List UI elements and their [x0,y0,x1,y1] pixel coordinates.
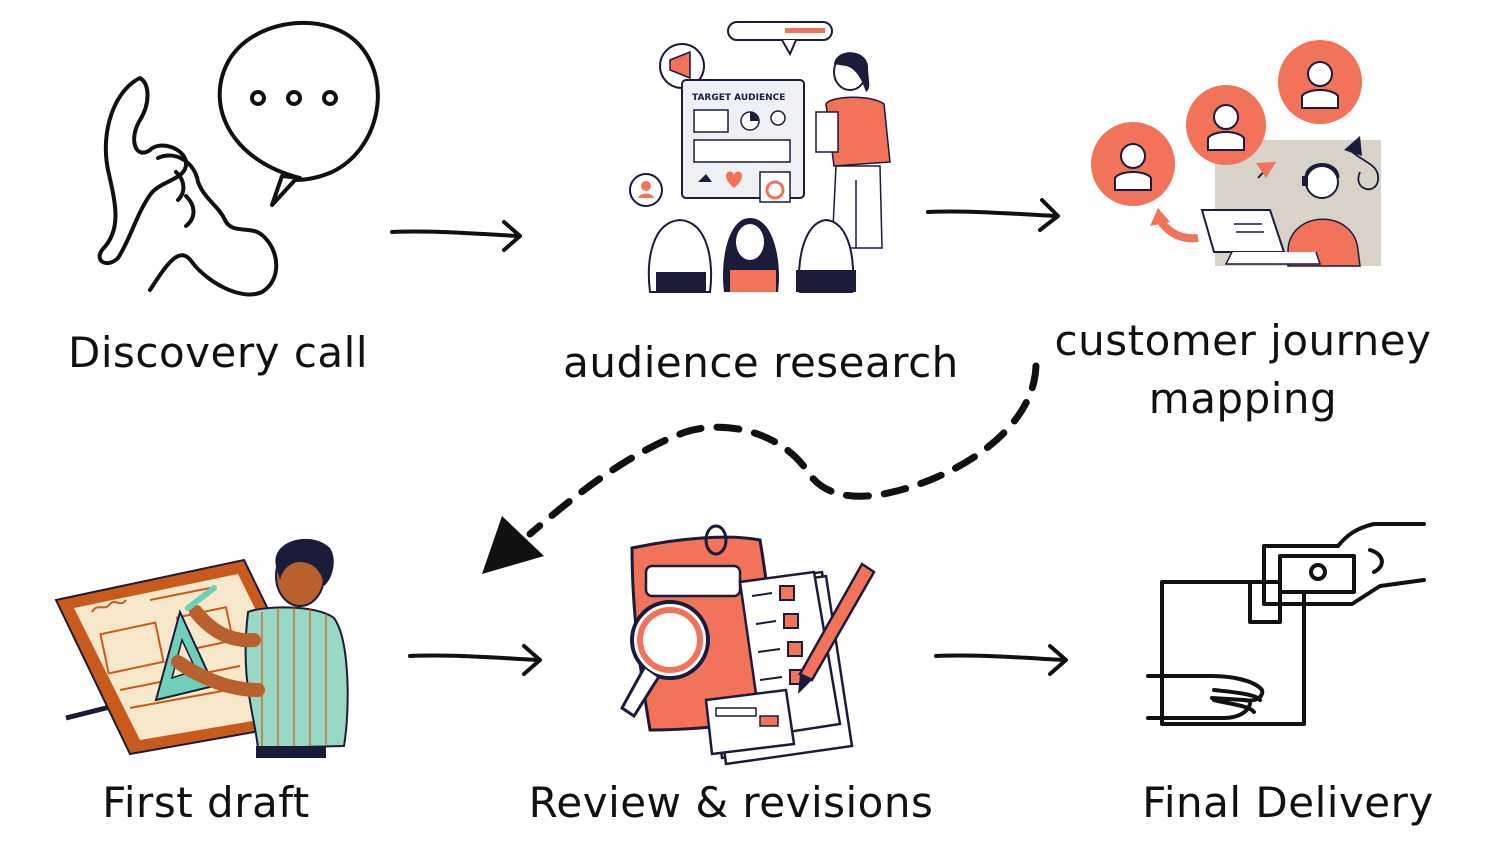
step-label-audience-research: audience research [563,338,959,387]
step-label-line-2: mapping [1148,373,1338,423]
step-label-final-delivery: Final Delivery [1142,778,1434,827]
target-audience-caption: TARGET AUDIENCE [692,93,785,103]
step-label-review-revisions: Review & revisions [528,778,934,827]
step-label-line-1: customer journey [1054,316,1432,365]
step-label-first-draft: First draft [102,778,310,827]
step-label-discovery-call: Discovery call [67,328,369,377]
step-label-customer-journey-mapping: customer journey mapping [1055,312,1432,428]
